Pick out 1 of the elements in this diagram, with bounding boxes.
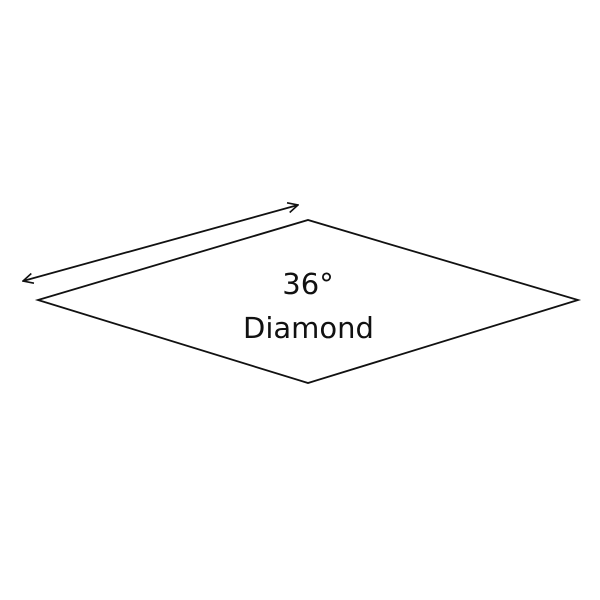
shape-label: 36° Diamond [243,266,373,346]
